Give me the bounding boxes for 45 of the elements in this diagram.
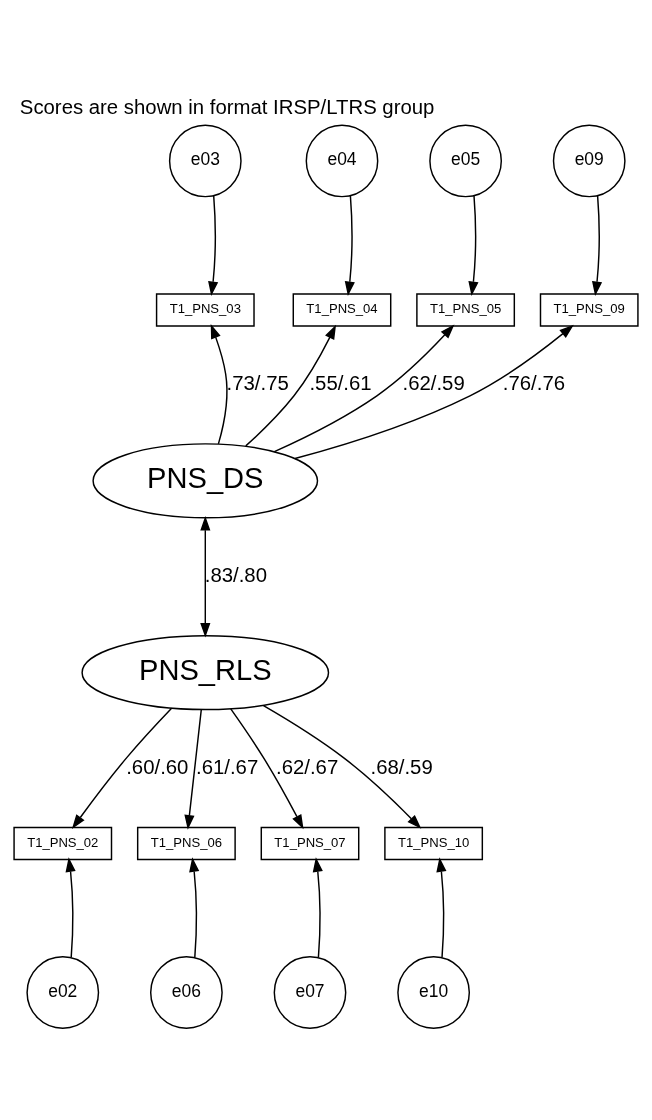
node-circle: e02 (26, 956, 100, 1029)
edge-label: .55/.61 (309, 372, 372, 395)
node-circle: e05 (429, 124, 502, 198)
arrow (200, 516, 211, 638)
edge-label: .61/.67 (196, 755, 259, 778)
arrow (344, 195, 355, 296)
node-box: T1_PNS_06 (136, 826, 236, 861)
arrow (71, 707, 173, 830)
node-ellipse: PNS_RLS (81, 634, 330, 711)
node-box: T1_PNS_02 (13, 826, 113, 861)
node-box: T1_PNS_10 (384, 826, 484, 861)
arrow (184, 708, 202, 830)
arrow (230, 708, 304, 830)
diagram-title: Scores are shown in format IRSP/LTRS group (19, 95, 435, 118)
node-ellipse: PNS_DS (92, 443, 319, 519)
arrow (189, 857, 200, 959)
node-box: T1_PNS_05 (416, 293, 516, 327)
node-circle: e09 (552, 124, 626, 198)
node-circle: e03 (168, 124, 242, 198)
arrow (210, 324, 228, 445)
arrow (262, 704, 422, 829)
arrow (312, 857, 323, 959)
arrow (592, 195, 603, 296)
node-circle: e10 (397, 956, 471, 1029)
edge-label: .62/.67 (275, 755, 339, 778)
node-box: T1_PNS_07 (260, 826, 360, 861)
edge-label: .73/.75 (226, 372, 289, 395)
node-box: T1_PNS_03 (155, 293, 255, 327)
arrow (468, 195, 479, 296)
arrow (294, 324, 574, 460)
arrow (65, 857, 76, 959)
node-circle: e06 (150, 956, 223, 1029)
arrow (436, 857, 447, 959)
arrow (245, 324, 337, 447)
node-circle: e07 (273, 956, 347, 1029)
node-box: T1_PNS_04 (292, 293, 392, 327)
edge-label: .68/.59 (370, 755, 433, 778)
node-box: T1_PNS_09 (539, 293, 639, 327)
arrow (273, 324, 455, 453)
edge-label: .62/.59 (402, 372, 465, 395)
arrow (208, 195, 219, 296)
edge-label: .76/.76 (502, 372, 566, 395)
edge-label: .60/.60 (126, 755, 189, 778)
node-circle: e04 (305, 124, 379, 198)
edge-label: .83/.80 (204, 564, 267, 587)
